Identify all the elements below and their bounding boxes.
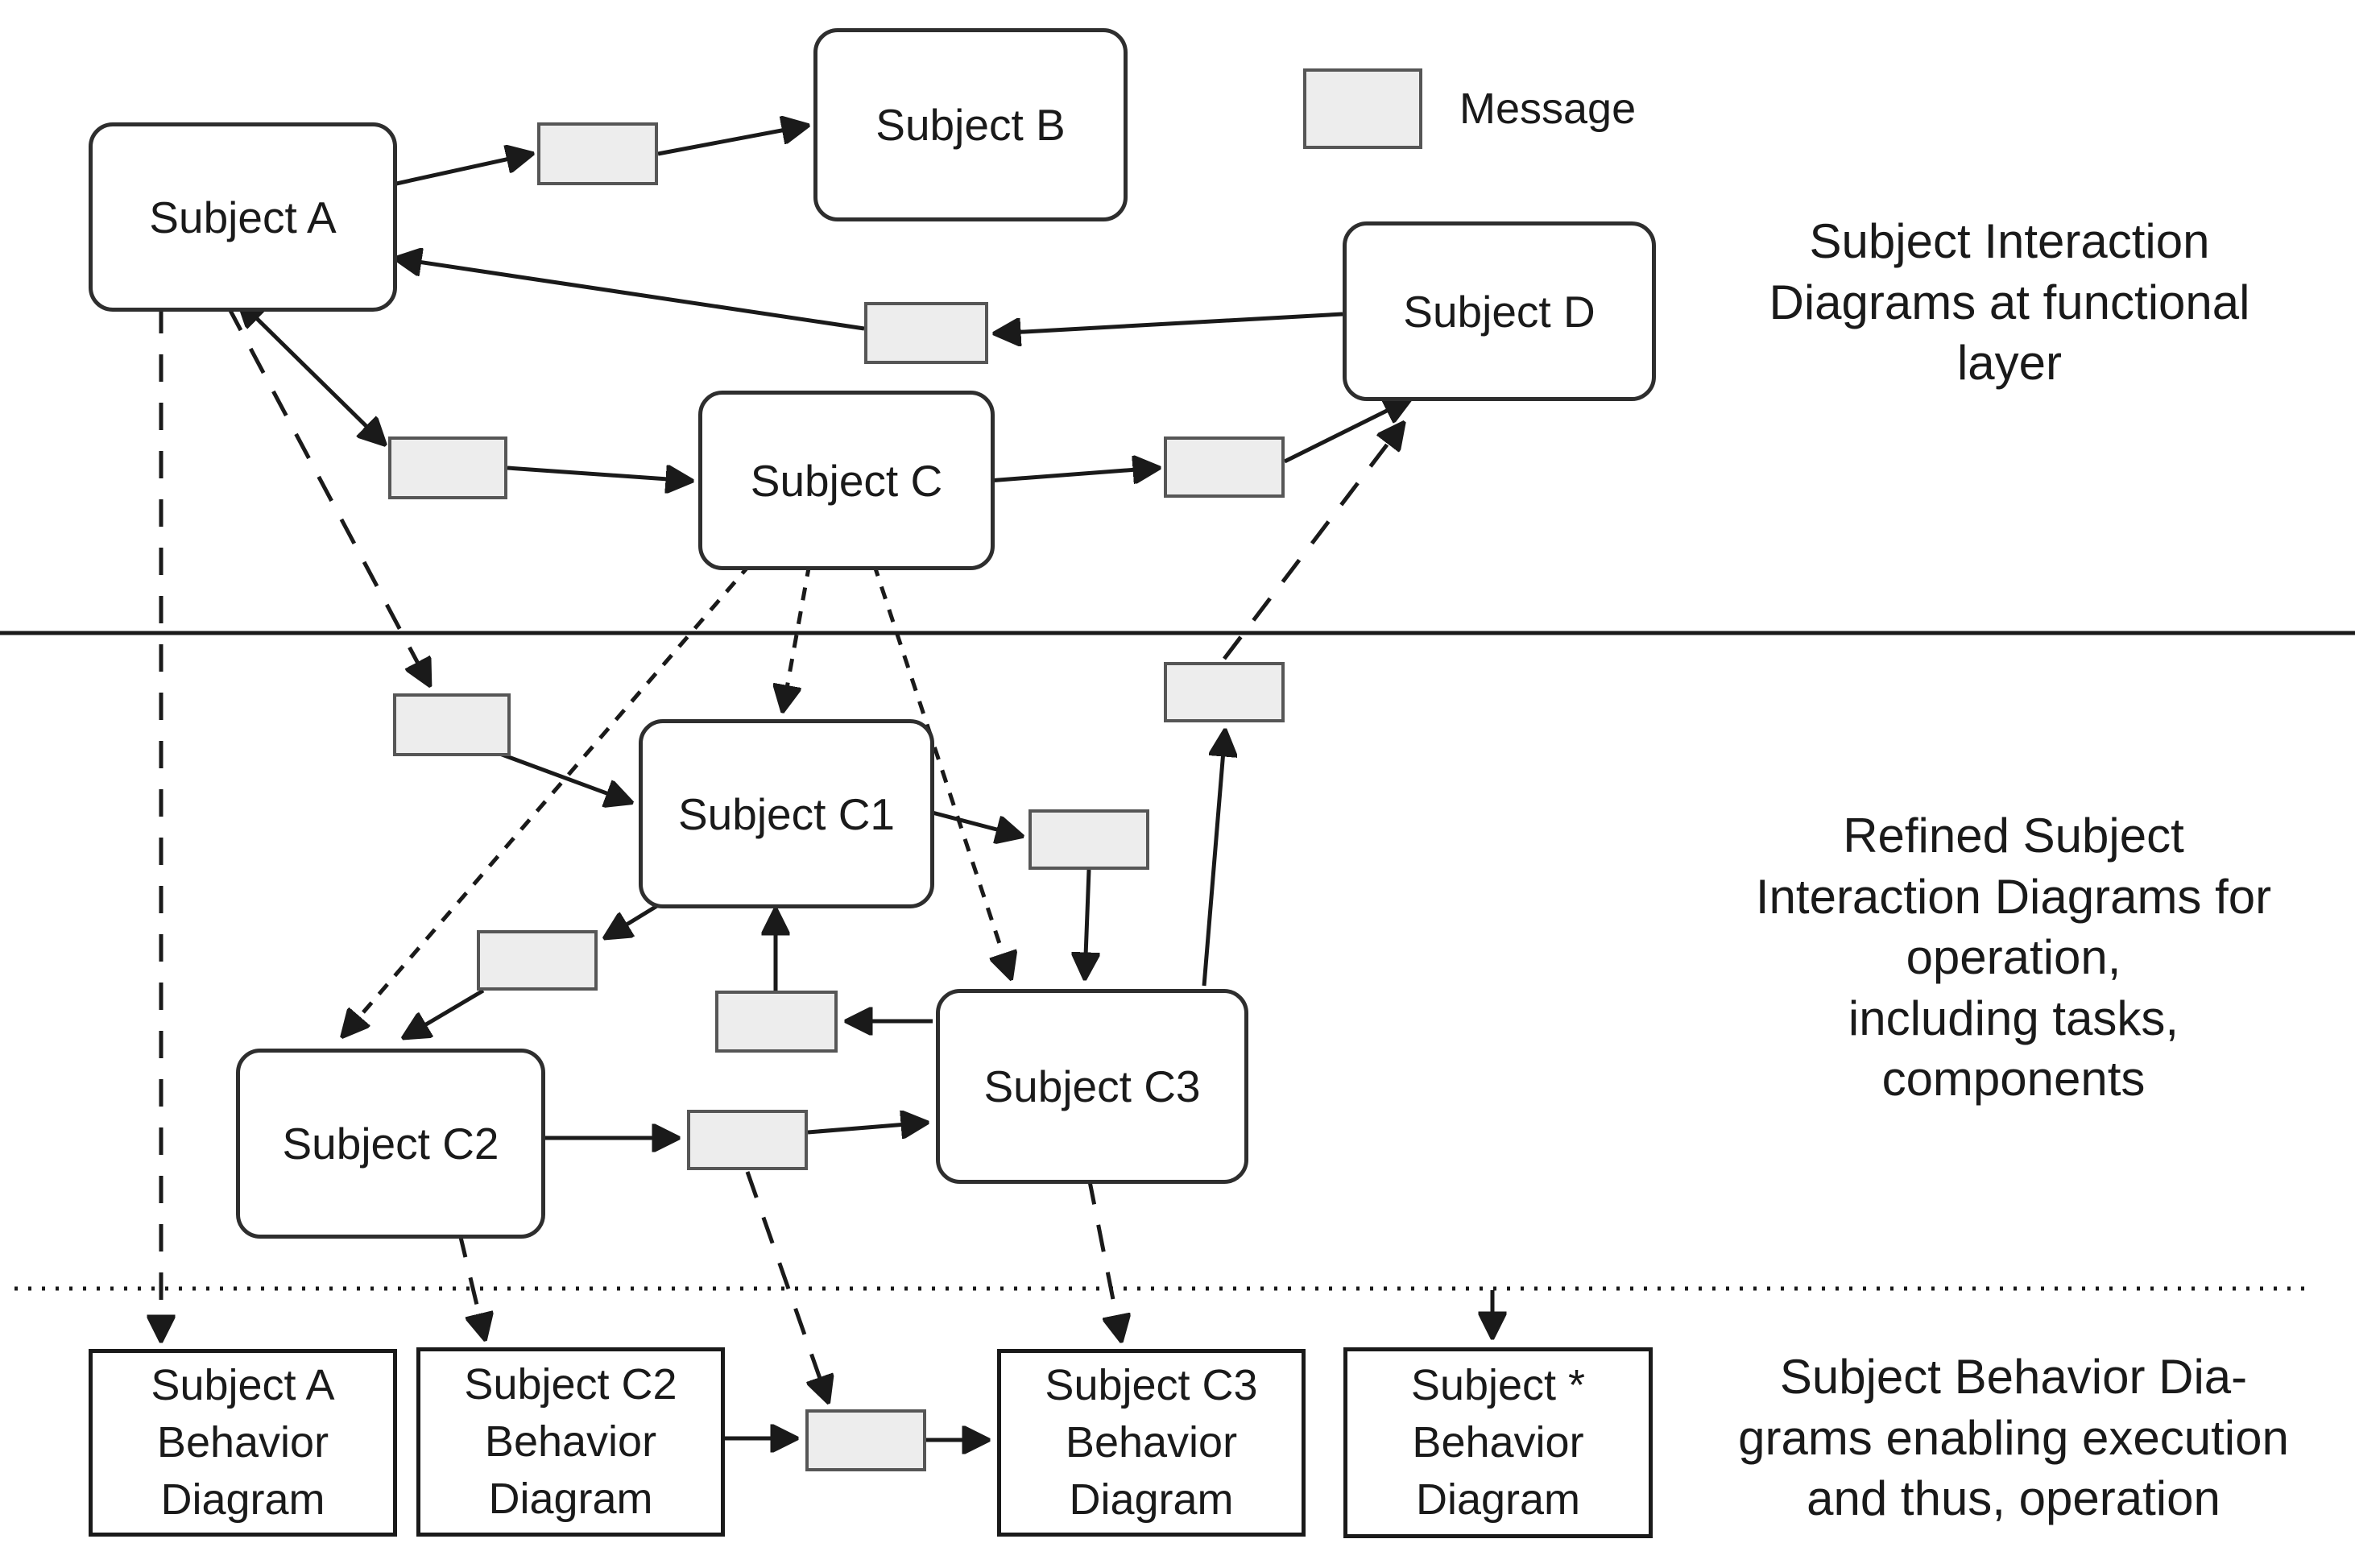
message-a-to-c (388, 436, 507, 499)
connector-m2-to-a (396, 259, 865, 331)
behavior-diagram-a-label: Subject A Behavior Diagram (151, 1360, 335, 1525)
message-c3-to-d (1164, 662, 1285, 722)
subject-d-label: Subject D (1403, 286, 1596, 337)
refine-c2-to-c2bd (457, 1230, 485, 1338)
subject-d-box: Subject D (1343, 221, 1656, 401)
connector-a-to-m1 (388, 154, 532, 188)
connector-m5-to-c1 (497, 751, 631, 802)
subject-a-box: Subject A (89, 122, 397, 312)
subject-a-label: Subject A (149, 192, 337, 242)
refine-c3-to-c3bd (1086, 1177, 1121, 1340)
subject-c1-box: Subject C1 (639, 719, 934, 908)
subject-c3-label: Subject C3 (983, 1061, 1201, 1111)
subject-c2-label: Subject C2 (282, 1119, 499, 1169)
message-d-to-a (864, 302, 988, 364)
refine-m9-to-d (1223, 424, 1403, 660)
caption-refined-layer: Refined Subject Interaction Diagrams for… (1755, 809, 2272, 1107)
connector-m1-to-b (657, 126, 807, 156)
subject-c-label: Subject C (750, 455, 943, 506)
connector-d-to-m2 (995, 312, 1343, 333)
caption-behavior-layer: Subject Behavior Dia- grams enabling exe… (1738, 1350, 2289, 1526)
connector-a-m3-bidirectional (239, 301, 384, 444)
message-a-to-b (537, 122, 658, 185)
message-c2-to-c3 (687, 1110, 808, 1170)
connector-m4-to-d (1283, 399, 1409, 464)
refine-m10-to-m11 (745, 1171, 828, 1401)
behavior-diagram-a-box: Subject A Behavior Diagram (89, 1349, 397, 1537)
connector-c1-to-m6 (925, 809, 1021, 836)
connector-c-to-m4 (987, 468, 1158, 481)
subject-c2-box: Subject C2 (236, 1049, 545, 1239)
behavior-diagram-star-box: Subject * Behavior Diagram (1343, 1347, 1653, 1538)
subject-c-box: Subject C (698, 391, 995, 570)
message-a-refined (393, 693, 511, 756)
refine-c-to-c1 (783, 563, 812, 710)
behavior-diagram-star-label: Subject * Behavior Diagram (1410, 1360, 1586, 1525)
connector-c3-to-m9 (1202, 731, 1225, 987)
subject-b-box: Subject B (813, 28, 1128, 221)
behavior-diagram-c3-label: Subject C3 Behavior Diagram (1045, 1360, 1258, 1525)
connector-m10-to-c3 (807, 1123, 926, 1132)
refine-c-to-c2 (343, 562, 752, 1036)
refine-a-to-m5 (226, 304, 429, 685)
message-c2bd-to-c3bd (805, 1409, 926, 1471)
message-c-to-d (1164, 436, 1285, 498)
legend-message-label: Message (1459, 85, 1637, 133)
refine-c-to-c3 (871, 563, 1011, 978)
behavior-diagram-c2-box: Subject C2 Behavior Diagram (416, 1347, 725, 1537)
connector-m3-to-c (507, 468, 691, 481)
caption-functional-layer: Subject Interaction Diagrams at function… (1769, 214, 2250, 391)
subject-b-label: Subject B (875, 100, 1066, 150)
message-c3-to-c1 (715, 991, 838, 1053)
behavior-diagram-c3-box: Subject C3 Behavior Diagram (997, 1349, 1306, 1537)
connector-m6-to-c3 (1085, 869, 1089, 978)
message-c1-to-c2 (477, 930, 598, 991)
legend: Message (1303, 68, 1636, 149)
subject-c1-label: Subject C1 (677, 788, 896, 839)
subject-c3-box: Subject C3 (936, 989, 1248, 1184)
message-c1-to-c3 (1029, 809, 1149, 870)
behavior-diagram-c2-label: Subject C2 Behavior Diagram (464, 1359, 677, 1524)
connector-m7-to-c2 (404, 988, 485, 1037)
legend-message-box (1303, 68, 1422, 149)
